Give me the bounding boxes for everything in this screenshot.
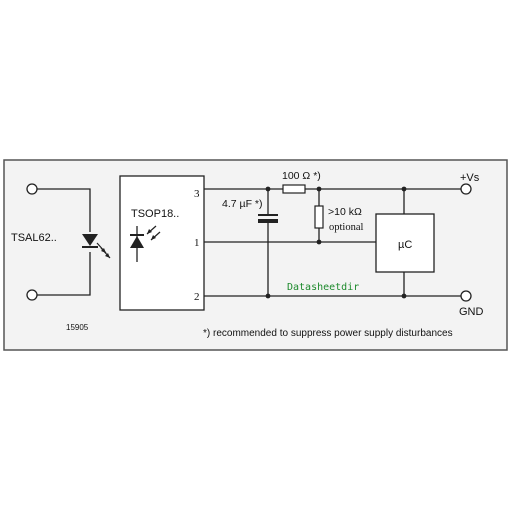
- pullup-resistor-label: >10 kΩ: [328, 206, 362, 218]
- receiver-label: TSOP18..: [131, 208, 179, 220]
- junction-dot: [316, 239, 322, 245]
- junction-dot: [265, 293, 271, 299]
- emitter-circuit: TSAL62..: [11, 183, 111, 301]
- series-resistor-label: 100 Ω *): [282, 170, 321, 182]
- junction-dot: [316, 186, 322, 192]
- vs-terminal: [460, 183, 472, 195]
- gnd-terminal: [460, 290, 472, 302]
- receiver-module: TSOP18.. 3 1 2: [119, 175, 205, 311]
- junction-dot: [401, 186, 407, 192]
- pin-2-label: 2: [194, 291, 200, 303]
- gnd-label: GND: [459, 306, 484, 318]
- junction-dot: [401, 293, 407, 299]
- series-resistor: [282, 184, 306, 194]
- receiver-box: [119, 175, 205, 311]
- emitter-label: TSAL62..: [11, 232, 57, 244]
- pullup-resistor: [314, 205, 324, 229]
- photodiode-icon: [130, 225, 161, 262]
- footnote-text: *) recommended to suppress power supply …: [203, 328, 453, 339]
- capacitor-icon: [258, 214, 278, 223]
- vs-label: +Vs: [460, 172, 480, 184]
- microcontroller-label: µC: [398, 239, 412, 251]
- watermark-text: Datasheetdir: [287, 282, 359, 293]
- capacitor-label: 4.7 µF *): [222, 198, 262, 210]
- wiring: [204, 183, 472, 302]
- emitter-terminal-bottom: [26, 289, 38, 301]
- microcontroller-box: [375, 213, 435, 273]
- pullup-optional-label: optional: [329, 222, 363, 233]
- pin-3-label: 3: [194, 188, 200, 200]
- ir-led-icon: [82, 234, 111, 259]
- junction-dot: [265, 186, 271, 192]
- pin-1-label: 1: [194, 237, 200, 249]
- emitter-terminal-top: [26, 183, 38, 195]
- figure-number: 15905: [66, 323, 89, 332]
